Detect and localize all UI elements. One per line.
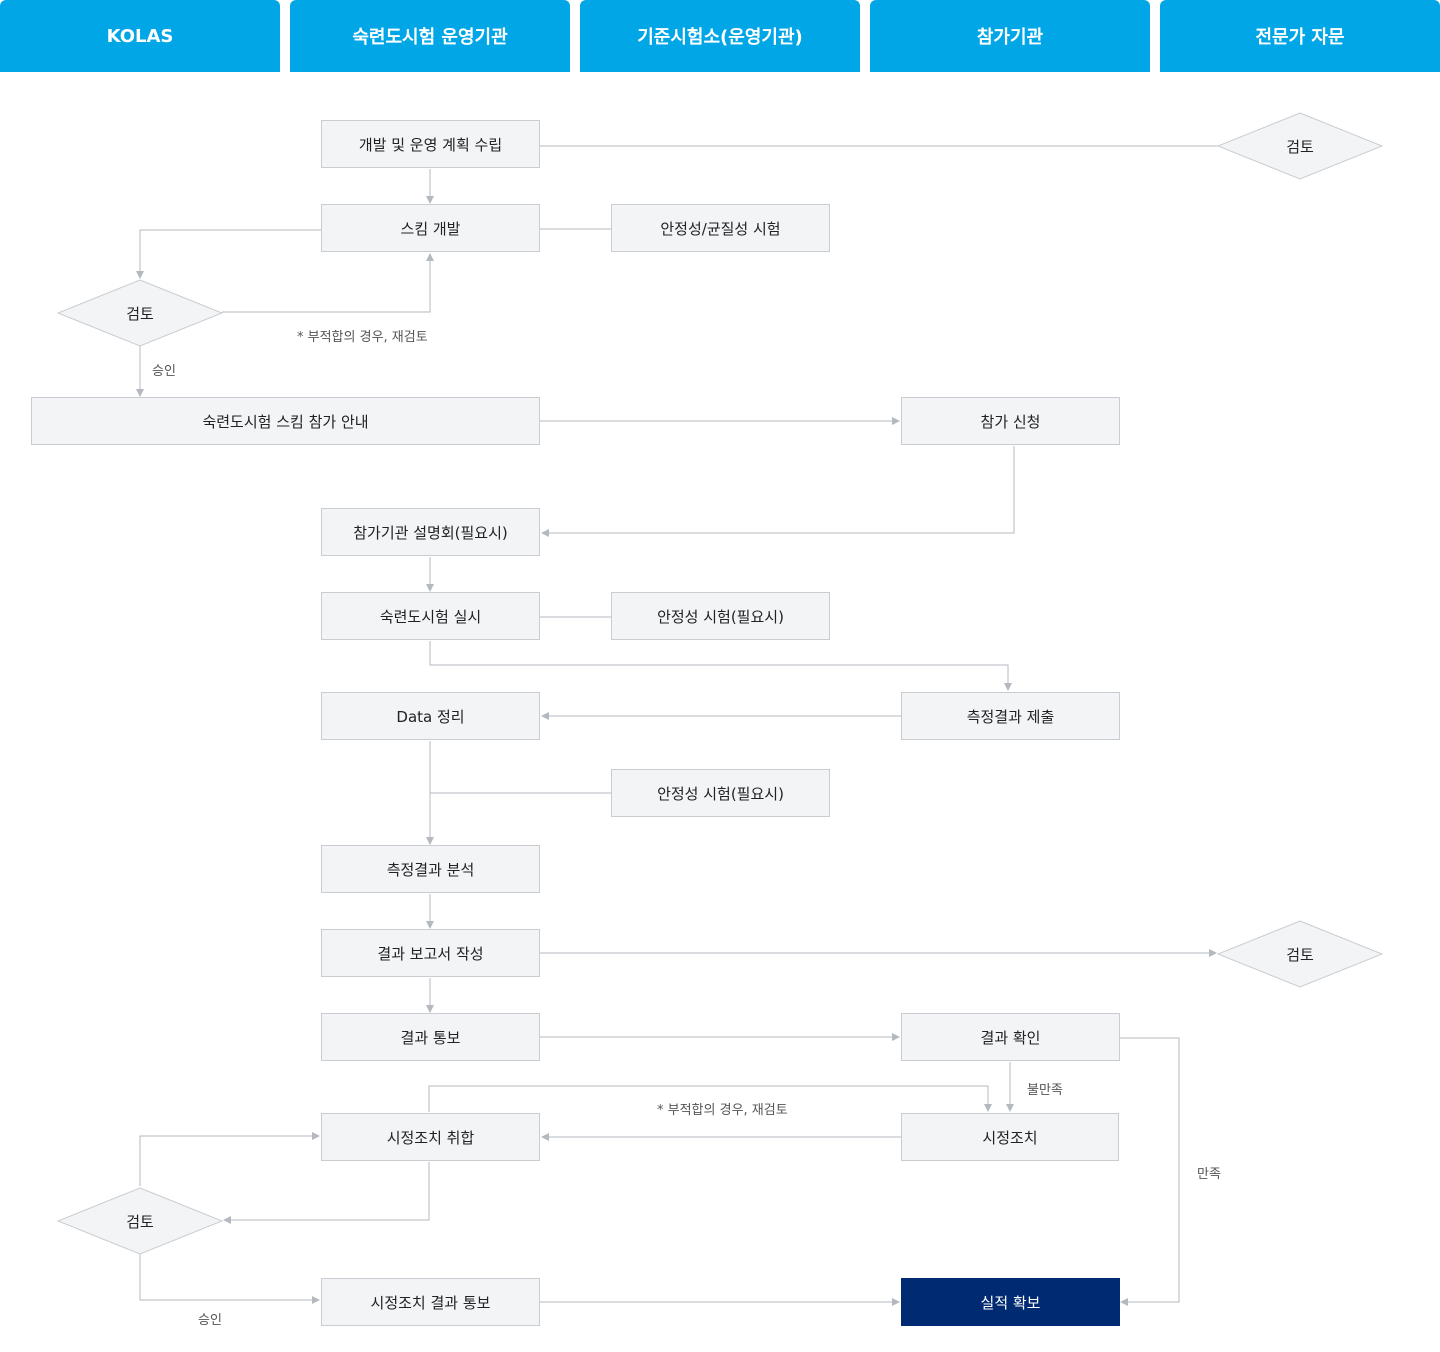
box-analysis: 측정결과 분석 xyxy=(321,845,540,893)
box-corrective-notice: 시정조치 결과 통보 xyxy=(321,1278,540,1326)
box-stability-1: 안정성 시험(필요시) xyxy=(611,592,830,640)
label-approve-2: 승인 xyxy=(198,1313,222,1328)
box-secure: 실적 확보 xyxy=(901,1278,1120,1326)
box-submit: 측정결과 제출 xyxy=(901,692,1120,740)
diamond-kolas-review-1: 검토 xyxy=(57,279,223,347)
diamond-expert-review-2: 검토 xyxy=(1217,920,1383,988)
diamond-label: 검토 xyxy=(126,1212,154,1231)
box-corrective: 시정조치 xyxy=(901,1113,1119,1161)
diamond-kolas-review-2: 검토 xyxy=(57,1187,223,1255)
diamond-expert-review-1: 검토 xyxy=(1217,112,1383,180)
box-plan: 개발 및 운영 계획 수립 xyxy=(321,120,540,168)
header-operator: 숙련도시험 운영기관 xyxy=(290,0,570,72)
diamond-shape xyxy=(1217,112,1383,180)
diamond-label: 검토 xyxy=(126,304,154,323)
box-collect: 시정조치 취합 xyxy=(321,1113,540,1161)
box-scheme-dev: 스킴 개발 xyxy=(321,204,540,252)
header-expert: 전문가 자문 xyxy=(1160,0,1440,72)
box-stability-2: 안정성 시험(필요시) xyxy=(611,769,830,817)
label-satisfied: 만족 xyxy=(1197,1167,1221,1182)
diamond-label: 검토 xyxy=(1286,137,1314,156)
label-nonconform-1: * 부적합의 경우, 재검토 xyxy=(297,330,428,345)
label-nonconform-2: * 부적합의 경우, 재검토 xyxy=(657,1103,788,1118)
box-scheme-notice: 숙련도시험 스킴 참가 안내 xyxy=(31,397,540,445)
box-data: Data 정리 xyxy=(321,692,540,740)
diamond-shape xyxy=(1217,920,1383,988)
header-reference-lab: 기준시험소(운영기관) xyxy=(580,0,860,72)
header-kolas: KOLAS xyxy=(0,0,280,72)
box-report: 결과 보고서 작성 xyxy=(321,929,540,977)
box-confirm: 결과 확인 xyxy=(901,1013,1120,1061)
label-dissatisfied: 불만족 xyxy=(1027,1083,1063,1098)
box-briefing: 참가기관 설명회(필요시) xyxy=(321,508,540,556)
diamond-label: 검토 xyxy=(1286,945,1314,964)
box-notify: 결과 통보 xyxy=(321,1013,540,1061)
box-conduct: 숙련도시험 실시 xyxy=(321,592,540,640)
diamond-shape xyxy=(57,1187,223,1255)
diamond-shape xyxy=(57,279,223,347)
header-participant: 참가기관 xyxy=(870,0,1150,72)
box-stability-homogeneity: 안정성/균질성 시험 xyxy=(611,204,830,252)
box-apply: 참가 신청 xyxy=(901,397,1120,445)
label-approve-1: 승인 xyxy=(152,364,176,379)
